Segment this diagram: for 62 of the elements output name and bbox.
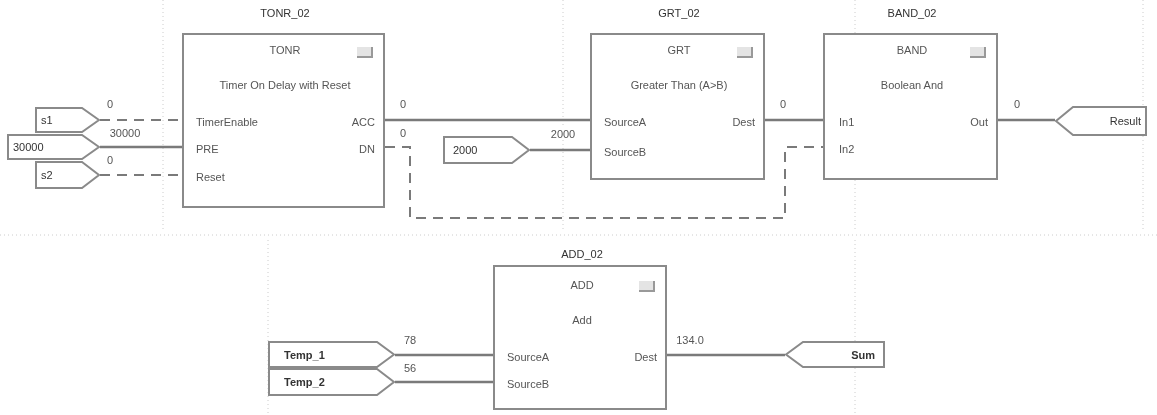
block-name: TONR_02 [260, 6, 310, 20]
wire-value: 0 [398, 98, 408, 110]
input-reference-tag [268, 341, 395, 368]
tag-name: Result [1109, 114, 1141, 128]
wire-value: 0 [398, 127, 408, 139]
wire-value: 0 [105, 98, 115, 110]
wire-value: 78 [402, 334, 418, 346]
pin-label: Dest [634, 350, 657, 364]
wire [530, 148, 590, 152]
wire-value: 2000 [549, 128, 577, 140]
wire-value: 0 [1012, 98, 1022, 110]
wire [384, 146, 824, 219]
output-reference-tag [1055, 106, 1147, 136]
wire-value: 30000 [108, 127, 142, 139]
block-description: Boolean And [880, 78, 944, 92]
pin-label: Out [970, 115, 988, 129]
block-type: TONR [269, 43, 301, 57]
wire [765, 118, 823, 122]
tag-name: Temp_2 [284, 375, 325, 389]
tag-name: Temp_1 [284, 347, 325, 362]
wire [385, 118, 590, 122]
block-description: Timer On Delay with Reset [219, 78, 351, 92]
block-name: GRT_02 [658, 6, 700, 20]
pin-label: TimerEnable [196, 115, 258, 129]
pin-label: SourceA [604, 115, 647, 129]
wire [100, 145, 182, 149]
pin-label: ACC [351, 115, 375, 129]
pin-label: Reset [196, 170, 225, 184]
block-name: BAND_02 [887, 6, 937, 20]
pin-label: SourceB [604, 145, 647, 159]
wire-value: 0 [778, 98, 788, 110]
tag-name: s1 [41, 113, 53, 127]
pin-label: SourceB [507, 377, 550, 391]
block-description: Add [572, 313, 592, 327]
pin-label: In1 [839, 115, 855, 129]
pin-label: In2 [839, 142, 855, 156]
block-type: ADD [570, 278, 594, 292]
tag-name: 2000 [453, 143, 478, 157]
input-reference-tag [35, 107, 100, 133]
input-reference-tag [443, 136, 530, 164]
wire-value: 56 [402, 362, 418, 374]
tag-name: Sum [851, 347, 875, 362]
pin-label: DN [359, 142, 375, 156]
pin-label: Dest [732, 115, 755, 129]
block-name: ADD_02 [561, 247, 603, 261]
wire [395, 380, 493, 384]
wire [998, 118, 1055, 122]
output-reference-tag [785, 341, 885, 368]
tag-name: s2 [41, 168, 53, 182]
input-reference-tag [7, 134, 100, 160]
input-reference-tag [35, 161, 100, 189]
wire-value: 134.0 [675, 334, 705, 346]
pin-label: SourceA [507, 350, 550, 364]
wire-value: 0 [105, 154, 115, 166]
block-type: BAND [896, 43, 928, 57]
pin-label: PRE [196, 142, 219, 156]
wire [395, 353, 493, 357]
block-description: Greater Than (A>B) [630, 78, 728, 92]
wire [667, 353, 785, 357]
block-type: GRT [667, 43, 691, 57]
input-reference-tag [268, 368, 395, 396]
tag-name: 30000 [13, 140, 44, 154]
